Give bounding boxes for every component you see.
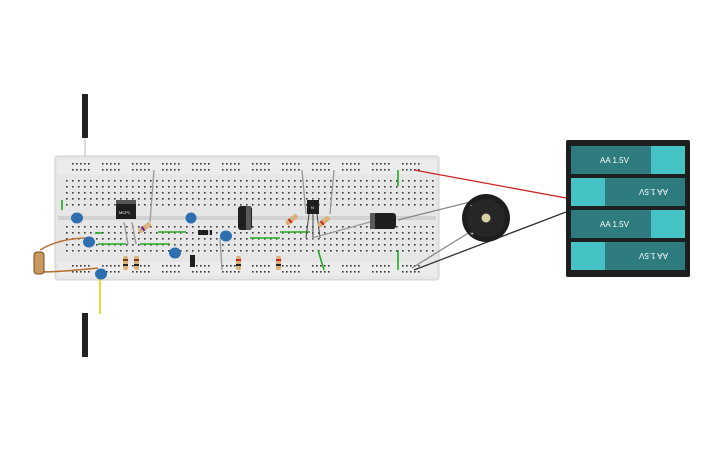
battery-cell[interactable]: AA 1.5V — [571, 242, 685, 270]
pin-header-top[interactable] — [82, 94, 88, 160]
battery-cell-label: AA 1.5V — [600, 156, 630, 165]
battery-cell[interactable]: AA 1.5V — [571, 178, 685, 206]
resistor-6[interactable] — [317, 215, 331, 228]
diode[interactable] — [198, 230, 212, 235]
battery-cell-label: AA 1.5V — [638, 251, 668, 260]
buzzer-minus-label: - — [470, 203, 473, 210]
inductor-coil[interactable] — [33, 237, 99, 275]
ceramic-capacitor-2[interactable] — [83, 236, 95, 248]
buzzer-plus-label: + — [470, 231, 474, 238]
trimmer[interactable] — [190, 255, 195, 267]
resistor-4[interactable] — [276, 256, 281, 270]
piezo-buzzer[interactable]: - + — [462, 194, 510, 242]
red-wire[interactable] — [413, 169, 567, 199]
gray-wire-2[interactable] — [411, 231, 471, 269]
resistor-1[interactable] — [123, 256, 128, 270]
battery-cell[interactable]: AA 1.5V — [571, 146, 685, 174]
ceramic-capacitor-4[interactable] — [185, 212, 197, 224]
pin-header-bottom[interactable] — [82, 313, 88, 357]
resistor-7[interactable] — [138, 222, 152, 234]
ceramic-capacitor-1[interactable] — [71, 212, 83, 224]
voltage-regulator[interactable]: MCP1 — [116, 200, 136, 219]
electrolytic-capacitor-2[interactable] — [370, 213, 396, 229]
battery-cell-label: AA 1.5V — [638, 187, 668, 196]
resistor-2[interactable] — [134, 256, 139, 270]
battery-cell-label: AA 1.5V — [600, 220, 630, 229]
resistor-5[interactable] — [285, 213, 299, 226]
resistors — [123, 213, 331, 270]
resistor-3[interactable] — [236, 256, 241, 270]
ceramic-capacitor-6[interactable] — [169, 247, 181, 259]
ceramic-capacitor-5[interactable] — [220, 230, 232, 242]
ceramic-capacitors — [71, 212, 232, 280]
battery-pack[interactable]: AA 1.5V AA 1.5V AA 1.5V AA 1.5V — [566, 140, 690, 277]
electrolytic-capacitor-1[interactable] — [238, 206, 252, 230]
transistor[interactable]: N — [305, 200, 321, 239]
ceramic-capacitor-3[interactable] — [95, 268, 107, 280]
gray-wire-1[interactable] — [397, 201, 471, 221]
regulator-marking: MCP1 — [119, 210, 131, 215]
battery-cell[interactable]: AA 1.5V — [571, 210, 685, 238]
jumper-wires — [61, 170, 399, 271]
transistor-marking: N — [311, 205, 314, 210]
component-leads — [123, 169, 335, 271]
